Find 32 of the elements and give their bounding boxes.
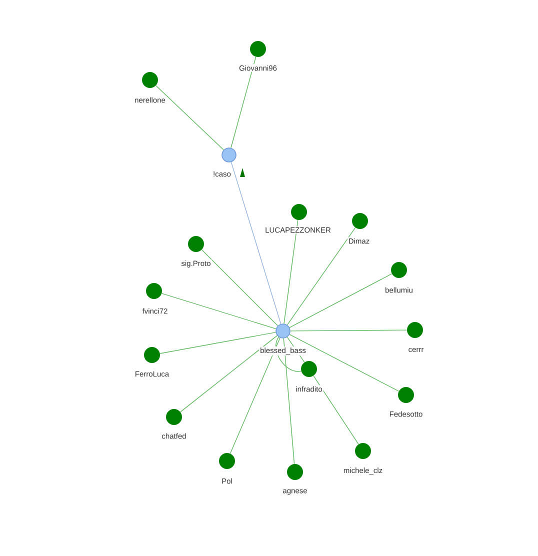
hub-node (276, 324, 290, 338)
edge-line (286, 227, 356, 326)
edge-line (201, 249, 278, 326)
edge-line (289, 334, 400, 392)
user-node (219, 453, 235, 469)
edge-line (289, 273, 392, 328)
user-node (250, 41, 266, 57)
edge-line (230, 162, 282, 324)
edge-line (230, 56, 256, 148)
user-node (355, 443, 371, 459)
edge-line (156, 85, 224, 150)
edge-line (180, 335, 278, 412)
user-node (188, 236, 204, 252)
user-node (166, 409, 182, 425)
user-node (144, 347, 160, 363)
edge-line (313, 376, 359, 444)
edge-line (230, 337, 280, 454)
edge-line (161, 293, 276, 330)
edge-line (283, 338, 295, 464)
user-node (391, 262, 407, 278)
hub-node (222, 148, 236, 162)
edge-line (290, 330, 408, 332)
user-node (287, 464, 303, 480)
edge-line (160, 332, 276, 354)
user-node (142, 72, 158, 88)
user-node (301, 361, 317, 377)
edge-line (284, 220, 298, 324)
user-node (146, 283, 162, 299)
user-node (352, 213, 368, 229)
user-node (291, 204, 307, 220)
user-node (398, 387, 414, 403)
user-node (407, 322, 423, 338)
